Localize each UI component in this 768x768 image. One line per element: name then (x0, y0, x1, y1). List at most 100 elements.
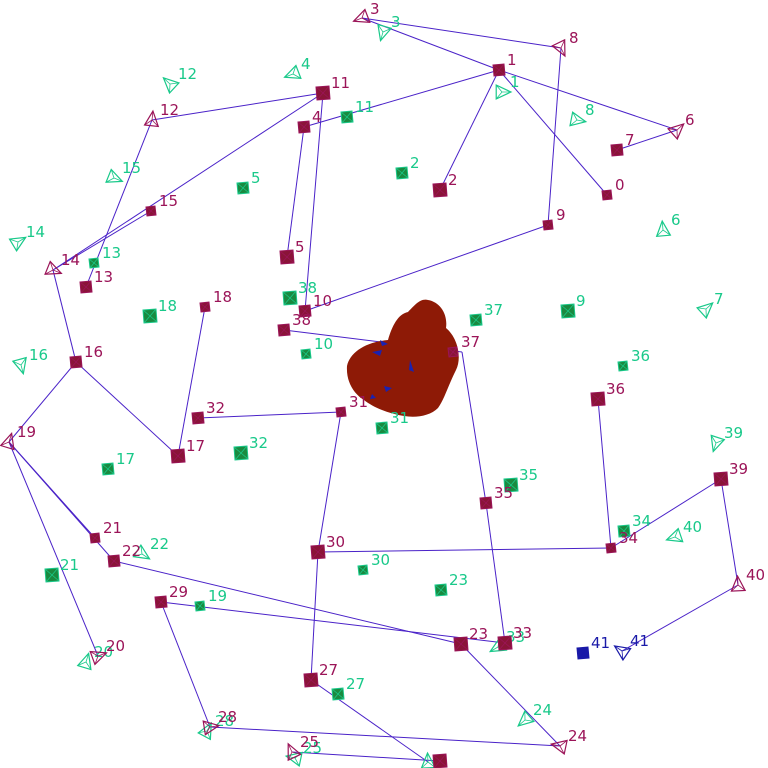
camera-frustum-rays (163, 77, 179, 94)
camera-label: 25 (303, 739, 322, 757)
camera-box-diagonals (154, 595, 168, 609)
camera-label: 27 (319, 661, 338, 679)
camera-a-12: 12 (143, 101, 179, 128)
camera-label: 16 (84, 343, 103, 361)
graph-edge (52, 92, 324, 271)
camera-label: 38 (298, 279, 317, 297)
camera-box-diagonals (357, 564, 369, 576)
camera-a-9: 9 (542, 206, 566, 231)
camera-frustum-rays (731, 575, 746, 592)
camera-a-15: 15 (145, 192, 178, 217)
camera-box-diagonals (617, 524, 631, 538)
camera-label: 14 (26, 223, 45, 241)
camera-frustum-rays (569, 111, 586, 126)
camera-frustum-rays (90, 651, 107, 665)
camera-b-35: 35 (503, 466, 538, 493)
camera-label: 22 (150, 535, 169, 553)
camera-label: 33 (513, 624, 532, 642)
camera-box-diagonals (610, 143, 624, 157)
camera-label: 37 (484, 301, 503, 319)
camera-b-36: 36 (617, 347, 650, 372)
camera-label: 12 (160, 101, 179, 119)
camera-a-31: 31 (335, 393, 368, 418)
camera-label: 39 (729, 460, 748, 478)
camera-box-diagonals (560, 303, 576, 319)
graph-edge (460, 643, 561, 747)
camera-a-6: 6 (667, 111, 695, 141)
camera-label: 31 (349, 393, 368, 411)
camera-a-11: 11 (315, 74, 350, 101)
camera-box-diagonals (298, 304, 312, 318)
camera-b-40: 40 (665, 518, 702, 543)
camera-box-diagonals (447, 346, 459, 358)
camera-b-10: 10 (300, 335, 333, 360)
object-mark (384, 386, 392, 392)
camera-label: 8 (585, 101, 595, 119)
camera-frustum-icon (162, 76, 181, 95)
camera-frustum-rays (12, 357, 27, 374)
camera-label: 8 (569, 29, 579, 47)
object-mark (409, 360, 414, 372)
camera-box-diagonals (375, 421, 389, 435)
graph-edge (597, 398, 612, 549)
camera-label: 34 (632, 512, 651, 530)
camera-b-12: 12 (162, 65, 197, 95)
camera-frustum-rays (517, 710, 534, 727)
camera-box-diagonals (335, 406, 347, 418)
camera-frustum-rays (284, 65, 302, 79)
camera-a-28: 28 (202, 708, 237, 736)
camera-a-16: 16 (69, 343, 103, 369)
graph-edge (8, 361, 77, 443)
camera-a-36: 36 (590, 380, 625, 407)
graph-edge (160, 601, 211, 728)
camera-a-35: 35 (479, 484, 513, 510)
camera-a-23: 23 (453, 625, 488, 652)
camera-label: 21 (103, 519, 122, 537)
camera-b-41: 41 (613, 632, 649, 662)
camera-frustum-icon (132, 543, 151, 560)
camera-label: 37 (461, 333, 480, 351)
camera-a-1: 1 (492, 51, 517, 77)
camera-a-4: 4 (297, 108, 322, 134)
graph-edge (547, 47, 562, 226)
camera-label: 17 (186, 437, 205, 455)
camera-label: 36 (631, 347, 650, 365)
graph-edge (621, 584, 739, 652)
camera-a-25: 25 (287, 733, 319, 762)
camera-box-diagonals (432, 182, 448, 198)
camera-box-diagonals (601, 189, 613, 201)
graph-edge (720, 478, 739, 586)
camera-label: 32 (206, 399, 225, 417)
camera-frustum-icon (696, 302, 714, 320)
camera-frustum-icon (284, 751, 303, 767)
camera-a-10: 10 (298, 292, 332, 318)
graph-edge (317, 411, 342, 553)
graph-edge (151, 92, 324, 121)
camera-label: 36 (606, 380, 625, 398)
camera-frustum-icon (44, 260, 63, 275)
camera-box-diagonals (142, 308, 158, 324)
camera-frustum-rays (144, 111, 159, 127)
camera-box-diagonals (310, 544, 326, 560)
camera-box-diagonals (69, 355, 83, 369)
camera-a-17: 17 (170, 437, 205, 464)
camera-a-21: 21 (89, 519, 122, 544)
camera-frustum-icon (665, 527, 684, 543)
camera-frustum-icon (352, 8, 371, 24)
graph-edge (113, 560, 462, 645)
camera-frustum-rays (202, 720, 219, 735)
camera-label: 11 (355, 98, 374, 116)
camera-frustum-rays (287, 743, 301, 761)
camera-label: 25 (300, 733, 319, 751)
camera-a-7: 7 (610, 131, 635, 157)
camera-label: 10 (314, 335, 333, 353)
camera-box-diagonals (492, 63, 506, 77)
camera-box-diagonals (605, 542, 617, 554)
graph-edge (304, 224, 549, 312)
camera-label: 2 (448, 171, 458, 189)
camera-label: 15 (159, 192, 178, 210)
camera-label: 20 (106, 637, 125, 655)
camera-frustum-rays (697, 302, 713, 319)
graph-edge (177, 306, 206, 457)
